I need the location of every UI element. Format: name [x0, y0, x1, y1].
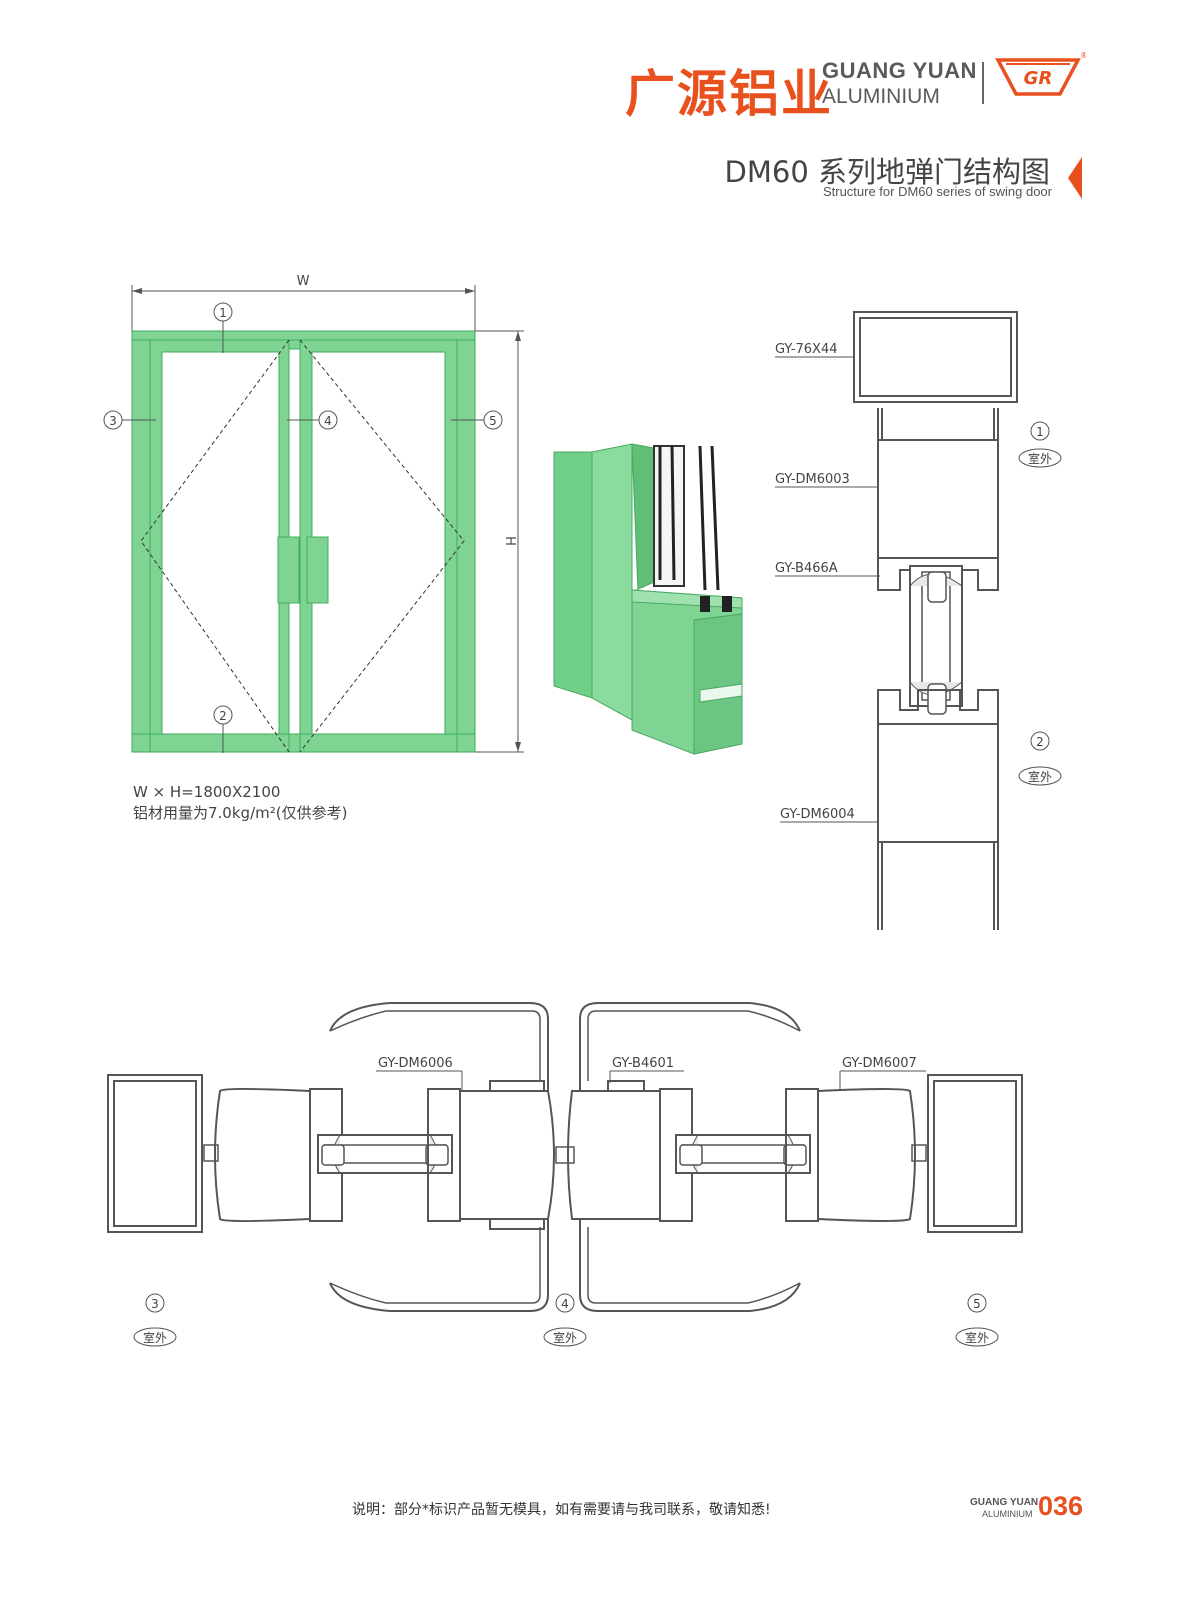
label-gy-dm6006: GY-DM6006 — [378, 1056, 453, 1071]
hs-outdoor-label-5: 室外 — [965, 1330, 989, 1345]
marker-3: 3 — [109, 414, 117, 428]
width-label: W — [297, 274, 310, 289]
registered-mark: ® — [1080, 51, 1086, 60]
vs-marker-2: 2 — [1036, 735, 1044, 749]
hs-marker-5: 5 — [973, 1297, 981, 1311]
company-logo: GR ® — [995, 51, 1086, 96]
door-elevation: W H 1 2 3 4 5 — [103, 274, 524, 753]
marker-1: 1 — [219, 306, 227, 320]
logo-mark: GR — [1024, 68, 1053, 89]
hs-outdoor-label-3: 室外 — [143, 1330, 167, 1345]
vs-marker-1: 1 — [1036, 425, 1044, 439]
footer-brand-line1: GUANG YUAN — [970, 1497, 1039, 1508]
horizontal-section-drawing: GY-DM6006 GY-B4601 GY-DM6007 3 室外 4 室外 5… — [107, 1002, 1023, 1347]
vertical-section-drawing: GY-76X44 GY-DM6003 GY-B466A GY-DM6004 1 … — [775, 311, 1062, 930]
logo-divider — [982, 62, 984, 104]
marker-2: 2 — [219, 709, 227, 723]
label-gy-76x44: GY-76X44 — [775, 342, 838, 357]
label-gy-dm6003: GY-DM6003 — [775, 472, 850, 487]
hs-outdoor-label-4: 室外 — [553, 1330, 577, 1345]
hs-marker-3: 3 — [151, 1297, 159, 1311]
door-size-text: W × H=1800X2100 — [133, 783, 281, 801]
brand-name-en-line2: ALUMINIUM — [822, 85, 940, 108]
title-arrow-icon — [1068, 157, 1082, 199]
hs-marker-4: 4 — [561, 1297, 569, 1311]
page-title: DM60 系列地弹门结构图 — [724, 155, 1050, 189]
label-gy-dm6004: GY-DM6004 — [780, 807, 855, 822]
brand-name-cn: 广源铝业 — [625, 65, 833, 123]
height-label: H — [502, 536, 517, 546]
marker-4: 4 — [324, 414, 332, 428]
marker-5: 5 — [489, 414, 497, 428]
material-usage-text: 铝材用量为7.0kg/m²(仅供参考) — [133, 804, 348, 822]
page-number: 036 — [1038, 1491, 1084, 1521]
dimension-notes: W × H=1800X2100 铝材用量为7.0kg/m²(仅供参考) — [133, 782, 347, 824]
label-gy-b4601: GY-B4601 — [612, 1056, 674, 1071]
vs-outdoor-label-2: 室外 — [1028, 769, 1052, 784]
page-subtitle: Structure for DM60 series of swing door — [822, 184, 1052, 199]
brand-name-en-line1: GUANG YUAN — [822, 58, 977, 83]
footer-note: 说明：部分*标识产品暂无模具，如有需要请与我司联系，敬请知悉! — [352, 1502, 771, 1518]
vs-outdoor-label-1: 室外 — [1028, 451, 1052, 466]
label-gy-b466a: GY-B466A — [775, 561, 838, 576]
profile-3d-illustration — [553, 443, 743, 755]
label-gy-dm6007: GY-DM6007 — [842, 1056, 917, 1071]
footer-brand-line2: ALUMINIUM — [982, 1509, 1033, 1519]
